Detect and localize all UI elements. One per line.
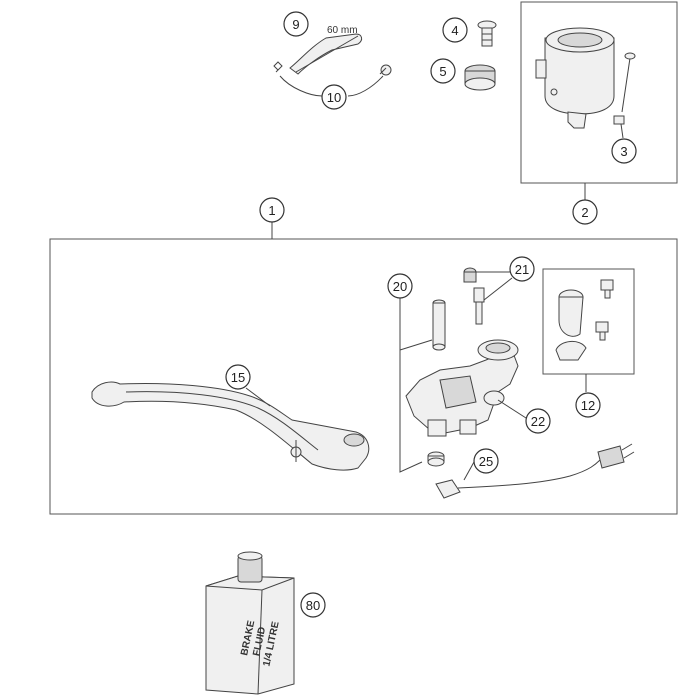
svg-text:1: 1 — [268, 203, 275, 218]
bleeder-cap — [463, 267, 477, 283]
brake-light-switch-cable — [435, 443, 635, 499]
clamp-bolt-lower — [595, 321, 609, 341]
callout-10: 10 — [321, 84, 347, 110]
clamp-group-frame — [542, 268, 635, 375]
svg-text:21: 21 — [515, 262, 529, 277]
rubber-grommet — [464, 64, 496, 91]
callout-1: 1 — [259, 197, 285, 223]
brake-fluid-bottle — [205, 551, 295, 695]
callout-2: 2 — [572, 199, 598, 225]
brake-hose — [289, 33, 363, 75]
callout-9: 9 — [283, 11, 309, 37]
svg-text:80: 80 — [306, 598, 320, 613]
clamp-bolt-upper — [600, 279, 614, 299]
reservoir-mounting-screw — [613, 52, 636, 125]
svg-text:22: 22 — [531, 414, 545, 429]
hand-brake-lever — [91, 381, 370, 471]
callout-4: 4 — [442, 17, 468, 43]
master-cylinder-group-frame — [49, 238, 678, 515]
svg-text:20: 20 — [393, 279, 407, 294]
svg-text:5: 5 — [439, 64, 446, 79]
banjo-screw — [477, 20, 497, 47]
svg-text:2: 2 — [581, 205, 588, 220]
svg-text:9: 9 — [292, 17, 299, 32]
hose-clip-right — [379, 64, 392, 76]
callout-21: 21 — [509, 256, 535, 282]
svg-text:3: 3 — [620, 144, 627, 159]
svg-text:4: 4 — [451, 23, 458, 38]
callout-12: 12 — [575, 392, 601, 418]
svg-text:12: 12 — [581, 398, 595, 413]
handlebar-clamp — [555, 289, 587, 361]
svg-text:15: 15 — [231, 370, 245, 385]
brake-fluid-reservoir — [535, 27, 615, 129]
callout-80: 80 — [300, 592, 326, 618]
svg-text:10: 10 — [327, 90, 341, 105]
lever-pivot-pin — [432, 299, 446, 351]
svg-text:25: 25 — [479, 454, 493, 469]
master-cylinder-body — [405, 339, 519, 437]
reservoir-group-frame — [520, 1, 678, 184]
bleeder-valve — [473, 287, 485, 325]
callout-3: 3 — [611, 138, 637, 164]
callout-25: 25 — [473, 448, 499, 474]
callout-5: 5 — [430, 58, 456, 84]
pivot-nut — [427, 451, 445, 467]
hose-length-label: 60 mm — [327, 25, 358, 36]
hose-clip-left — [273, 61, 283, 73]
callout-20: 20 — [387, 273, 413, 299]
callout-15: 15 — [225, 364, 251, 390]
callout-22: 22 — [525, 408, 551, 434]
